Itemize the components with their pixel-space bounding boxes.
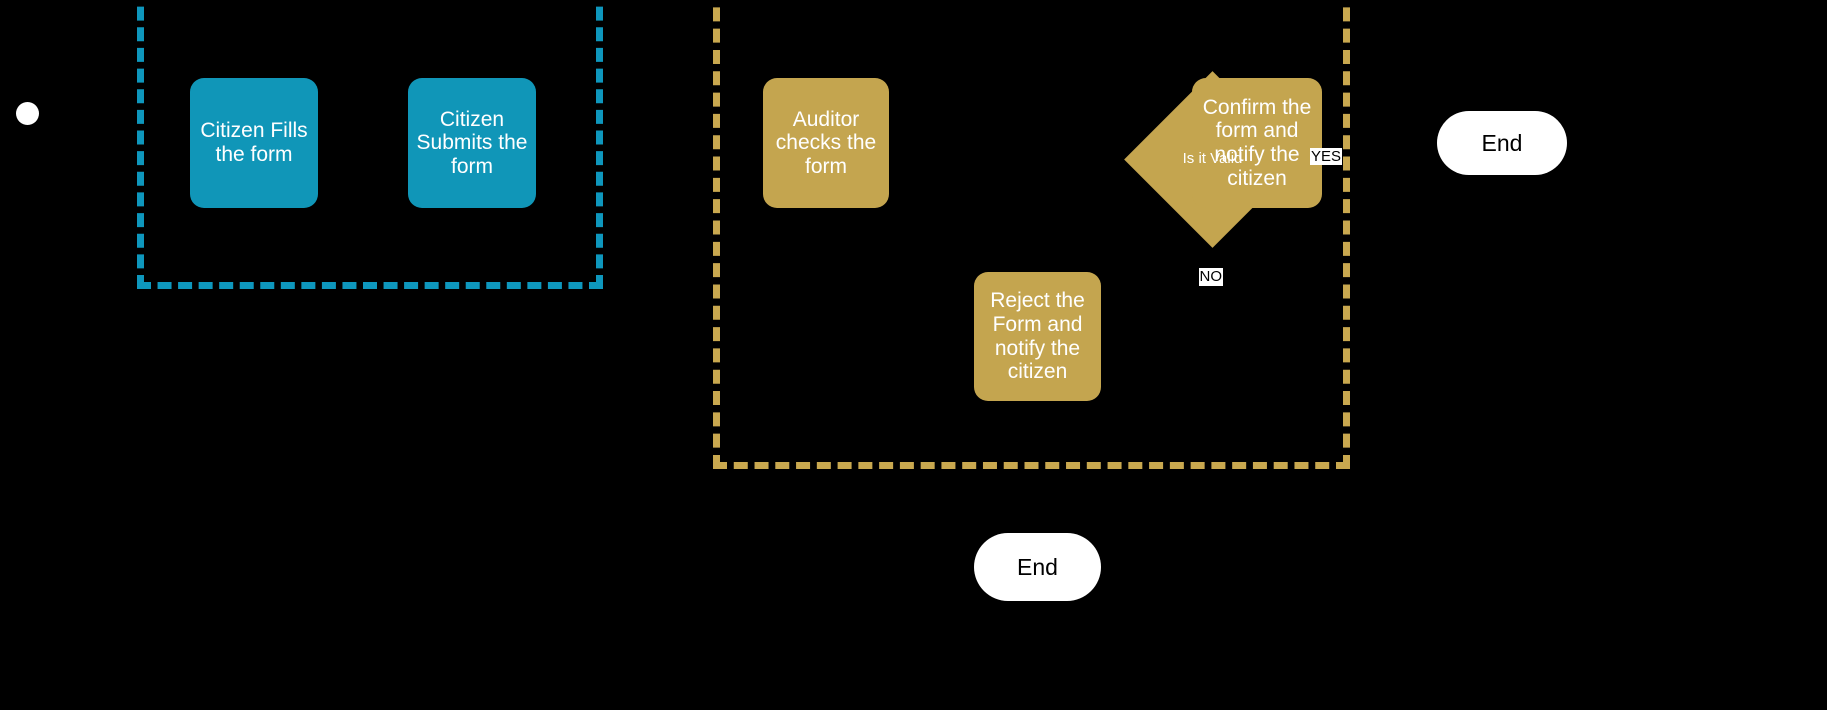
- edge-label-no: NO: [1198, 268, 1223, 286]
- node-is-it-valid-label: Is it Valid: [1182, 150, 1243, 168]
- edge-label-yes: YES: [1310, 147, 1343, 166]
- end-node-bottom[interactable]: End: [974, 533, 1101, 601]
- node-citizen-submits-the-form[interactable]: Citizen Submits the form: [408, 78, 536, 208]
- group-citizen-lane[interactable]: [137, 0, 603, 289]
- node-confirm-the-form-and-notify-the-citizen[interactable]: Confirm the form and notify the citizen: [1192, 78, 1322, 208]
- start-node[interactable]: [16, 102, 39, 125]
- node-auditor-checks-the-form[interactable]: Auditor checks the form: [763, 78, 889, 208]
- node-reject-the-form-and-notify-the-citizen[interactable]: Reject the Form and notify the citizen: [974, 272, 1101, 401]
- node-citizen-fills-the-form[interactable]: Citizen Fills the form: [190, 78, 318, 208]
- end-node-right[interactable]: End: [1437, 111, 1567, 175]
- node-is-it-valid-decision[interactable]: Is it Valid: [1124, 71, 1301, 248]
- group-auditor-lane[interactable]: [713, 0, 1350, 469]
